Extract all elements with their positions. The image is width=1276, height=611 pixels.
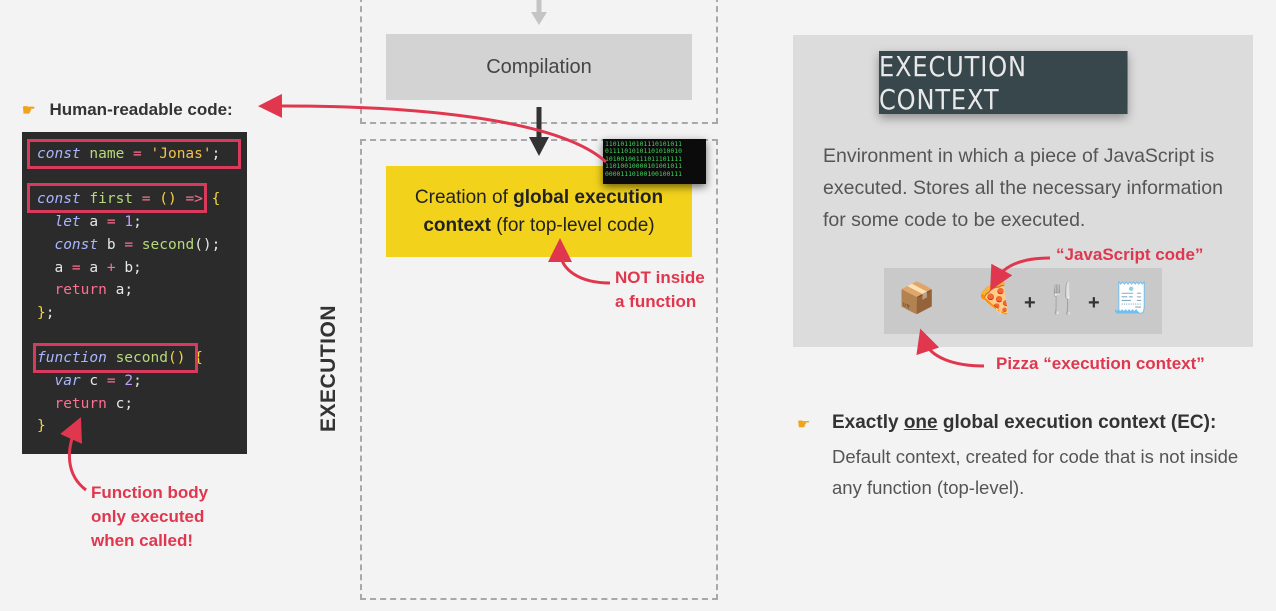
box-icon: 📦 <box>898 282 936 315</box>
function-body-note: Function body only executed when called! <box>91 481 208 553</box>
note-line: only executed <box>91 507 205 526</box>
code-line: const name = 'Jonas'; <box>37 146 221 162</box>
code-line: return c; <box>54 396 134 412</box>
code-line: a = a + b; <box>37 260 142 276</box>
not-inside-arrow <box>548 238 611 285</box>
code-line: } <box>37 418 46 434</box>
global-ec-creation-box: Creation of global execution context (fo… <box>386 166 692 257</box>
code-panel: const name = 'Jonas'; const first = () =… <box>22 132 247 454</box>
not-inside-function-note: NOT inside a function <box>615 266 705 314</box>
creation-text-pre: Creation of <box>414 186 514 208</box>
code-line: var c = 2; <box>54 373 142 389</box>
pointing-hand-icon: ☛ <box>22 102 36 119</box>
global-ec-bullet-title: Exactly one global execution context (EC… <box>832 412 1216 434</box>
code-heading-text: Human-readable code: <box>49 100 233 119</box>
note-line: Function body <box>91 483 209 502</box>
bullet-underline: one <box>903 412 938 433</box>
execution-context-title: EXECUTION CONTEXT <box>879 49 1128 116</box>
receipt-icon: 🧾 <box>1112 282 1150 315</box>
execution-context-description: Environment in which a piece of JavaScri… <box>823 145 1223 231</box>
code-line: let a = 1; <box>54 214 142 230</box>
top-level-highlight <box>27 139 241 169</box>
js-code-arrow <box>990 256 1051 291</box>
code-line: const b = second(); <box>54 237 221 253</box>
note-line: NOT inside <box>615 268 705 287</box>
top-level-highlight <box>27 183 207 213</box>
code-line: return a; <box>54 282 134 298</box>
code-line: const first = () => { <box>37 191 221 207</box>
pizza-analogy-strip: 📦 🍕 + 🍴 + 🧾 <box>884 268 1162 334</box>
creation-text-bold: global execution context <box>423 186 664 236</box>
cutlery-icon: 🍴 <box>1044 282 1082 315</box>
binary-to-code-arrow <box>258 93 608 164</box>
function-body-arrow <box>60 417 87 492</box>
pizza-execution-context-label: Pizza “execution context” <box>996 354 1205 373</box>
plus-sign: + <box>1024 292 1036 314</box>
binary-code-image: 11010110101110101011 0111101010110101001… <box>603 139 706 184</box>
global-ec-bullet-text: Default context, created for code that i… <box>832 446 1239 498</box>
title-text: EXECUTION CONTEXT <box>879 49 1027 116</box>
pointing-hand-icon: ☛ <box>797 416 811 433</box>
creation-text: Creation of global execution context (fo… <box>399 184 679 240</box>
code-heading: ☛ Human-readable code: <box>22 100 233 120</box>
creation-text-post: (for top-level code) <box>490 214 655 236</box>
compilation-label: Compilation <box>486 55 592 78</box>
bullet-pre: Exactly <box>832 412 904 433</box>
note-line: when called! <box>91 531 194 550</box>
pizza-ec-arrow <box>916 328 985 368</box>
code-line: }; <box>37 305 55 321</box>
compilation-box: Compilation <box>386 34 692 100</box>
flow-arrow-top <box>531 0 547 25</box>
plus-sign: + <box>1088 292 1100 314</box>
bullet-post: global execution context (EC): <box>937 412 1217 433</box>
top-level-highlight <box>33 343 198 373</box>
javascript-code-label: “JavaScript code” <box>1056 245 1204 264</box>
code-line: function second() { <box>37 350 203 366</box>
flow-arrow-down <box>529 107 549 156</box>
note-line: a function <box>615 292 697 311</box>
